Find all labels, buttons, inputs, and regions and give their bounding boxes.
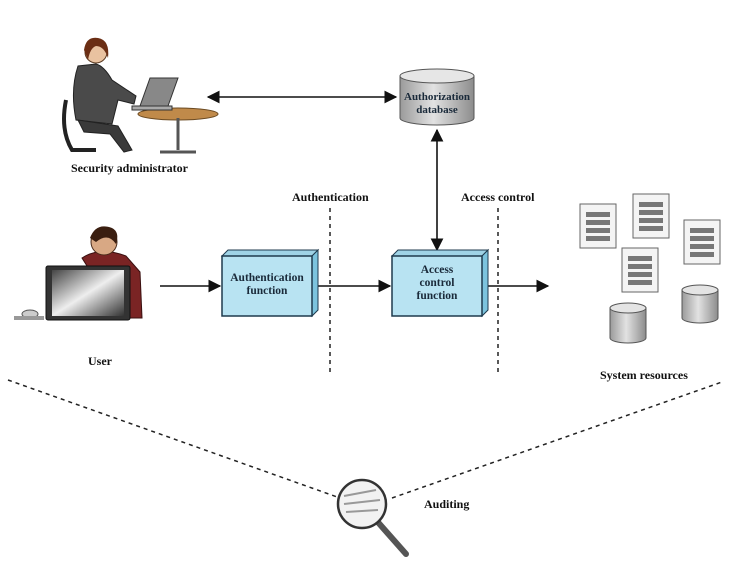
disk-cylinder-icon: [609, 302, 647, 344]
access-control-header-label: Access control: [461, 190, 535, 204]
access-control-function-label: Access control function: [416, 264, 458, 302]
user-label: User: [88, 354, 112, 368]
authorization-database-label: Authorization database: [404, 91, 470, 116]
document-icon: [621, 247, 659, 293]
authentication-header-label: Authentication: [292, 190, 369, 204]
magnifying-glass-icon: [336, 478, 409, 557]
document-icon: [579, 203, 617, 249]
document-icon: [632, 193, 670, 239]
user-icon: [14, 226, 143, 321]
authorization-database-cylinder: [399, 68, 475, 126]
security-administrator-label: Security administrator: [71, 161, 188, 175]
auditing-label: Auditing: [424, 497, 470, 511]
auditing-right-line: [391, 381, 723, 499]
authentication-function-label: Authentication function: [230, 272, 304, 297]
document-icon: [683, 219, 721, 265]
system-resources-label: System resources: [600, 368, 688, 382]
disk-cylinder-icon: [681, 284, 719, 324]
authentication-function-box: [220, 248, 320, 318]
access-control-function-box: [390, 248, 490, 318]
security-administrator-icon: [62, 37, 219, 154]
auditing-left-line: [7, 379, 341, 499]
